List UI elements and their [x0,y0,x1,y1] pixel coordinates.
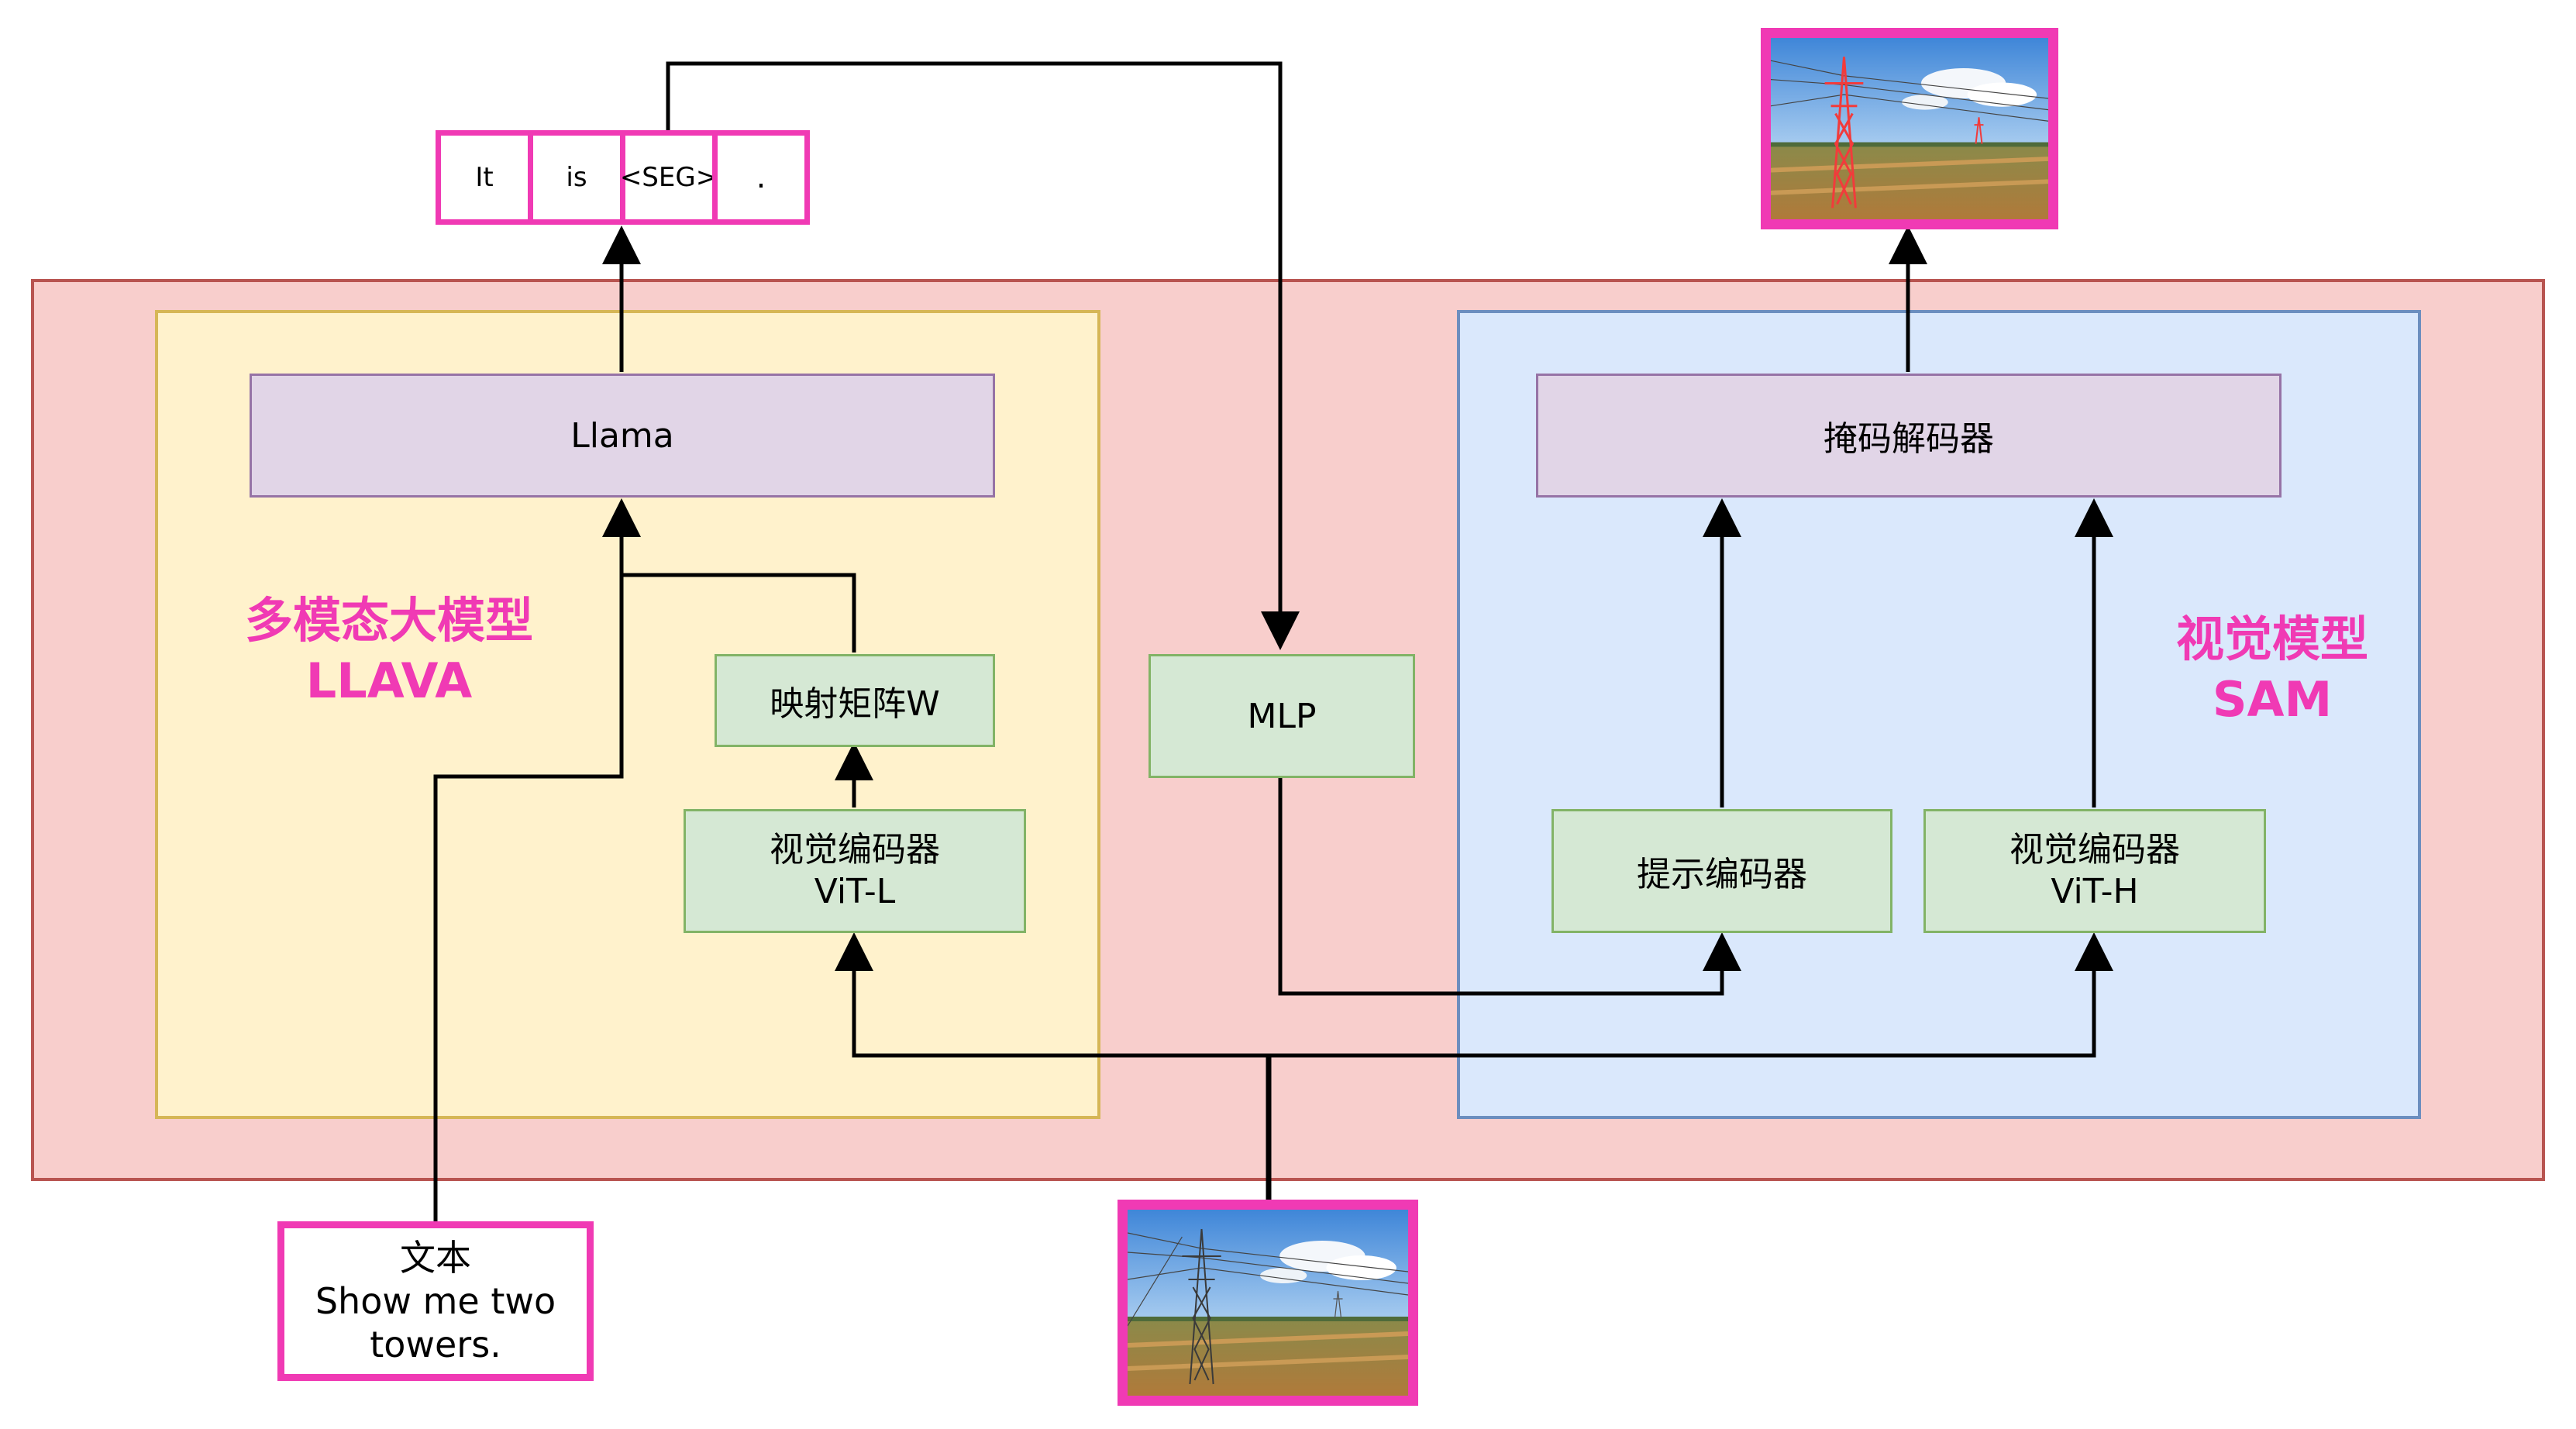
output-segmented-image [1761,28,2058,229]
token-seg: <SEG> [620,130,718,225]
mask-decoder-block: 掩码解码器 [1536,374,2282,498]
projection-matrix-label: 映射矩阵W [770,684,940,724]
text-input-label: 文本 Show me two towers. [315,1236,556,1366]
token-it: It [436,130,533,225]
projection-matrix-block: 映射矩阵W [715,654,995,747]
mask-decoder-label: 掩码解码器 [1824,419,1994,459]
arrow-text-to-llama [433,498,641,1223]
llama-block: Llama [250,374,995,498]
llama-label: Llama [570,415,674,456]
vit-h-encoder-label: 视觉编码器 ViT-H [2009,830,2180,911]
output-tower-photo [1771,38,2048,219]
prompt-encoder-label: 提示编码器 [1637,855,1807,894]
sam-title: 视觉模型 SAM [2175,611,2368,728]
vit-l-encoder-block: 视觉编码器 ViT-L [684,809,1026,933]
mlp-block: MLP [1149,654,1415,778]
token-is: is [528,130,625,225]
arrow-image-to-vith [1269,932,2113,1058]
text-input-box: 文本 Show me two towers. [277,1221,594,1381]
input-image [1118,1200,1418,1406]
input-tower-photo [1128,1210,1408,1396]
llava-title: 多模态大模型 LLAVA [244,592,533,709]
mlp-label: MLP [1247,696,1317,736]
prompt-encoder-block: 提示编码器 [1551,809,1892,933]
arrow-mlp-to-prompt-encoder [1278,776,1741,996]
arrow-image-to-vitl [835,932,1269,1058]
vit-h-encoder-block: 视觉编码器 ViT-H [1923,809,2266,933]
vit-l-encoder-label: 视觉编码器 ViT-L [770,830,940,911]
line-projection-to-llama [622,573,856,653]
token-period: . [712,130,810,225]
arrow-seg-to-mlp [666,61,1300,650]
